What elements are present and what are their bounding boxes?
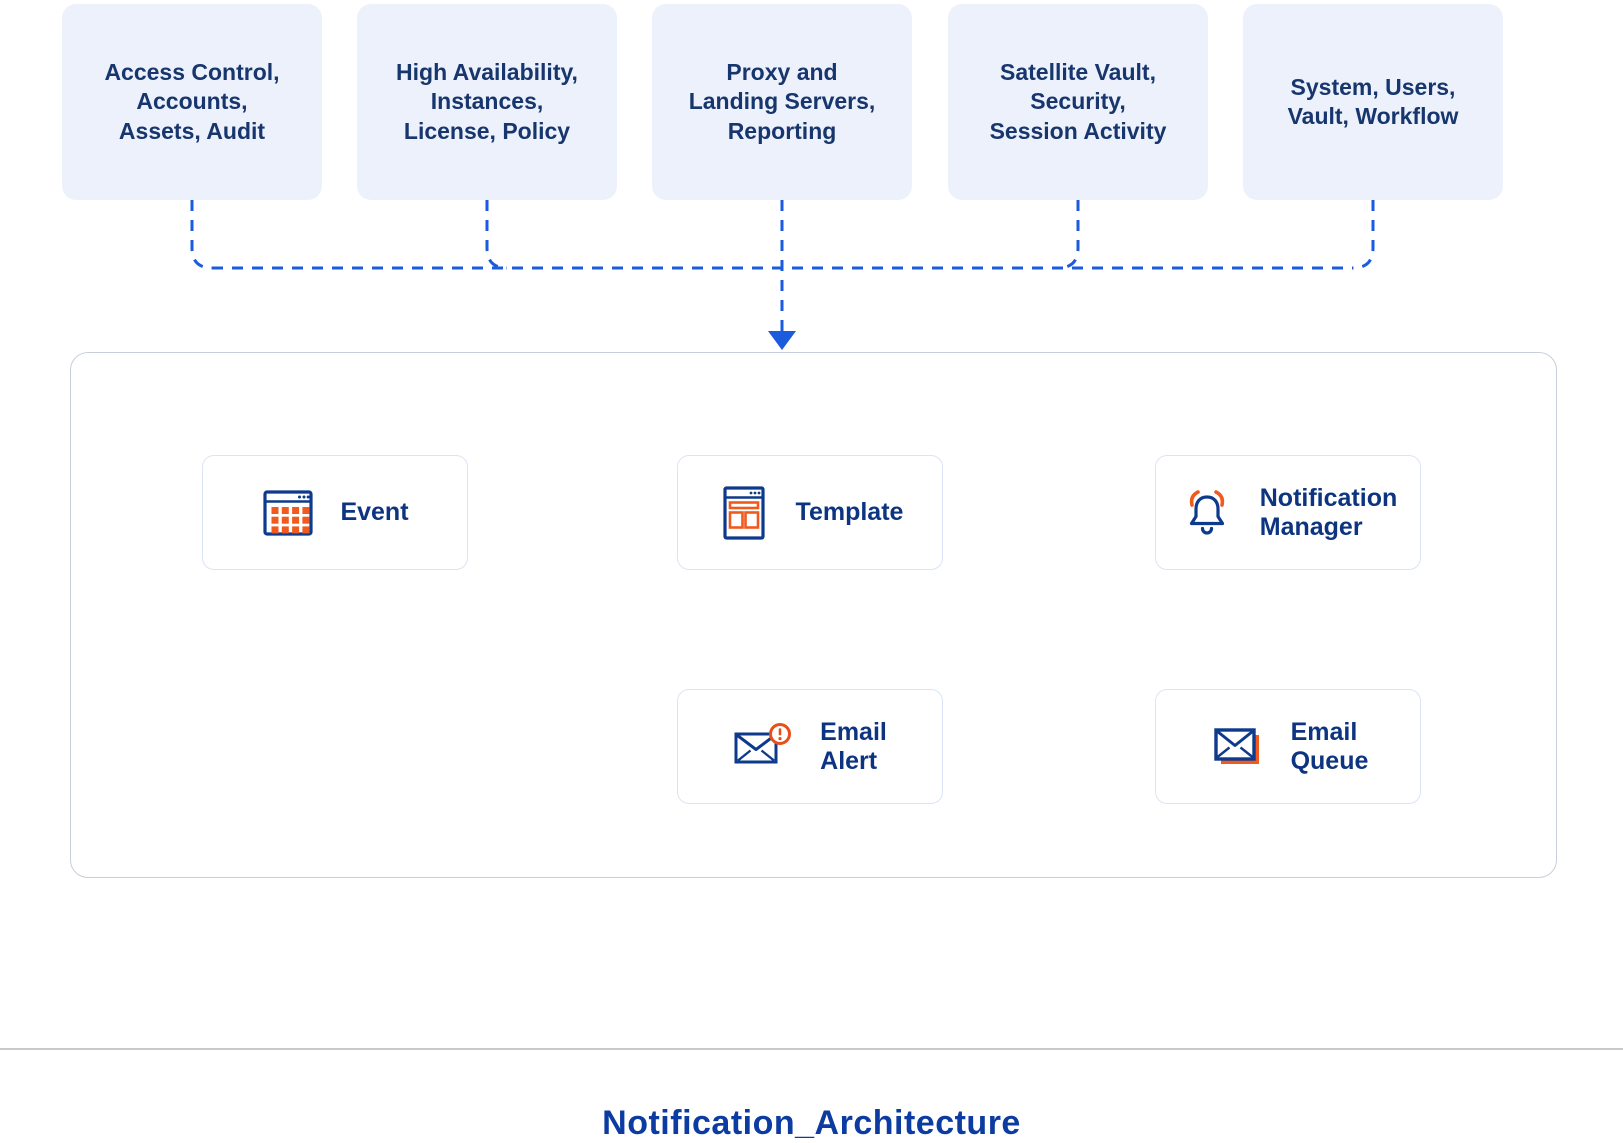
node-label: Email Alert: [820, 717, 887, 775]
node-event: Event: [202, 455, 468, 570]
group-label: Access Control, Accounts, Assets, Audit: [104, 58, 280, 144]
bus-drop-satellite-vault: [1057, 200, 1080, 270]
node-template: Template: [677, 455, 943, 570]
node-label: Notification Manager: [1259, 483, 1398, 541]
group-box-system-users: System, Users, Vault, Workflow: [1243, 4, 1503, 200]
group-label: Satellite Vault, Security, Session Activ…: [989, 58, 1167, 144]
node-label: Email Queue: [1290, 717, 1369, 775]
footer-divider: [0, 1048, 1623, 1050]
group-label: High Availability, Instances, License, P…: [396, 58, 578, 144]
email-alert-icon: [734, 722, 792, 763]
node-label: Template: [795, 498, 904, 526]
bus-drop-access-control: [190, 200, 213, 270]
email-queue-icon: [1213, 727, 1259, 764]
group-label: Proxy and Landing Servers, Reporting: [688, 58, 876, 144]
node-email-alert: Email Alert: [677, 689, 943, 804]
group-box-proxy-landing: Proxy and Landing Servers, Reporting: [652, 4, 912, 200]
group-box-access-control: Access Control, Accounts, Assets, Audit: [62, 4, 322, 200]
group-label: System, Users, Vault, Workflow: [1287, 73, 1459, 129]
arrowhead-into-container: [768, 331, 796, 350]
group-box-satellite-vault: Satellite Vault, Security, Session Activ…: [948, 4, 1208, 200]
layout-window-icon: [722, 485, 765, 540]
group-box-high-availability: High Availability, Instances, License, P…: [357, 4, 617, 200]
bus-drop-high-availability: [485, 200, 508, 270]
node-notification-manager: Notification Manager: [1155, 455, 1421, 570]
node-email-queue: Email Queue: [1155, 689, 1421, 804]
diagram-title: Notification_Architecture: [602, 1104, 1021, 1142]
notification-bell-icon: [1189, 489, 1224, 535]
bus-drop-system-users: [1352, 200, 1375, 270]
calendar-grid-icon: [263, 489, 314, 536]
calendar-grid-cells: [271, 506, 310, 533]
node-label: Event: [340, 498, 409, 526]
